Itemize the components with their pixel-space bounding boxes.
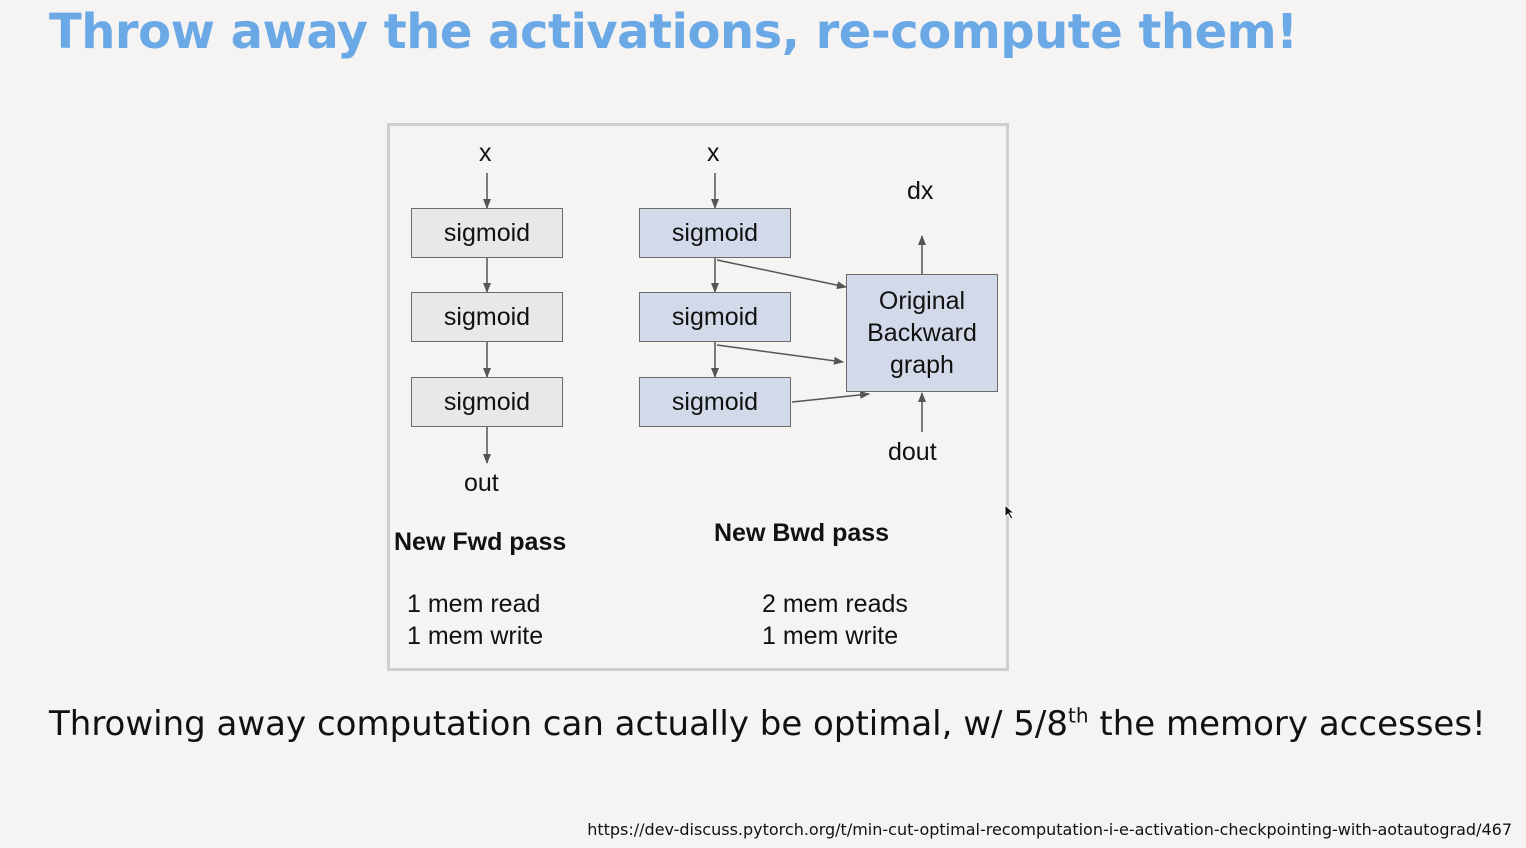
bwd-heading: New Bwd pass [714, 519, 890, 547]
caption-superscript: th [1068, 703, 1089, 728]
recompute-diagram: x sigmoid sigmoid sigmoid out New Fwd pa… [387, 123, 1009, 671]
fwd-sigmoid-1: sigmoid [411, 208, 563, 258]
fwd-output-label: out [464, 469, 499, 497]
fwd-input-label: x [479, 139, 492, 167]
bwd-stat-reads: 2 mem reads [762, 590, 908, 618]
graph-label-line-2: Backward [867, 319, 977, 347]
caption-tail: the memory accesses! [1088, 704, 1486, 744]
diagram-arrows [483, 173, 926, 464]
bwd-sigmoid-3: sigmoid [639, 377, 791, 427]
graph-label-line-1: Original [878, 287, 966, 315]
original-backward-graph: Original Backward graph [846, 274, 998, 392]
bwd-arrow-s3-graph [791, 390, 870, 403]
bwd-stats: 2 mem reads 1 mem write [762, 588, 908, 652]
fwd-heading: New Fwd pass [394, 528, 567, 556]
bwd-arrow-s1-graph [716, 259, 847, 290]
fwd-stat-reads: 1 mem read [407, 590, 541, 618]
grad-input-label: dout [888, 438, 937, 466]
bwd-arrow-s2-graph [716, 344, 844, 365]
bwd-sigmoid-1: sigmoid [639, 208, 791, 258]
bwd-input-label: x [707, 139, 720, 167]
fwd-sigmoid-2: sigmoid [411, 292, 563, 342]
bwd-stat-writes: 1 mem write [762, 622, 899, 650]
mouse-pointer-icon [1004, 504, 1016, 520]
bwd-sigmoid-2: sigmoid [639, 292, 791, 342]
source-link[interactable]: https://dev-discuss.pytorch.org/t/min-cu… [587, 820, 1512, 839]
graph-label-line-3: graph [890, 351, 954, 379]
caption-main: Throwing away computation can actually b… [49, 704, 1069, 744]
fwd-stat-writes: 1 mem write [407, 622, 544, 650]
fwd-stats: 1 mem read 1 mem write [407, 588, 543, 652]
slide-caption: Throwing away computation can actually b… [49, 704, 1486, 744]
grad-output-label: dx [907, 177, 934, 205]
fwd-sigmoid-3: sigmoid [411, 377, 563, 427]
slide-title: Throw away the activations, re-compute t… [49, 4, 1298, 60]
